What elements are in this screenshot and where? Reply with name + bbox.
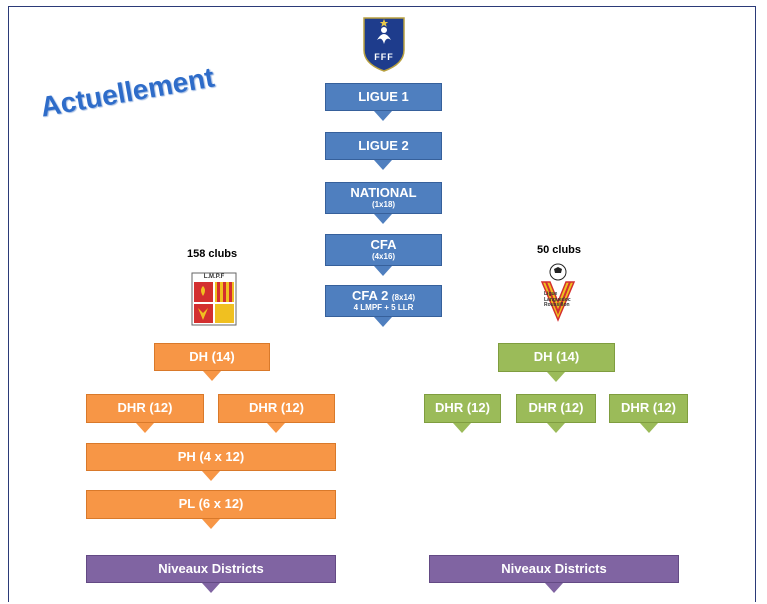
left-dh-box: DH (14) [154,343,270,371]
left-districts-box: Niveaux Districts [86,555,336,583]
ligue2-label: LIGUE 2 [358,137,409,153]
arrow-down-icon [374,111,392,121]
right-dhr2-box: DHR (12) [516,394,596,423]
cfa2-inline: (8x14) [391,292,416,302]
arrow-down-icon [453,423,471,433]
left-dh-label: DH (14) [189,348,235,364]
right-districts-box: Niveaux Districts [429,555,679,583]
national-label: NATIONAL [350,184,417,200]
ligue2-box: LIGUE 2 [325,132,442,160]
left-dhr2-label: DHR (12) [249,400,304,416]
cfa-label: CFA [370,236,397,252]
slide-frame [8,6,756,602]
right-dh-box: DH (14) [498,343,615,372]
arrow-down-icon [640,423,658,433]
cfa2-label: CFA 2 [351,287,389,303]
cfa2-sub: 4 LMPF + 5 LLR [353,303,414,313]
arrow-down-icon [203,371,221,381]
national-sub: (1x18) [371,200,396,210]
fff-logo: FFF [360,16,408,72]
right-dhr1-label: DHR (12) [435,400,490,416]
fff-logo-text: FFF [374,52,394,62]
arrow-down-icon [136,423,154,433]
cfa2-box: CFA 2 (8x14) 4 LMPF + 5 LLR [325,285,442,317]
arrow-down-icon [545,583,563,593]
arrow-down-icon [374,317,392,327]
arrow-down-icon [547,423,565,433]
llr-logo: Ligue Languedoc Roussillon [538,262,578,324]
lmpf-logo: L.M.P.F [191,272,237,326]
arrow-down-icon [374,266,392,276]
left-clubs-count: 158 clubs [187,248,238,260]
cfa-box: CFA (4x16) [325,234,442,266]
right-dh-label: DH (14) [533,349,580,365]
ligue1-label: LIGUE 1 [358,88,409,104]
right-clubs-count: 50 clubs [537,244,582,256]
arrow-down-icon [374,214,392,224]
cfa-sub: (4x16) [371,252,396,262]
arrow-down-icon [202,519,220,529]
right-dhr3-box: DHR (12) [609,394,688,423]
arrow-down-icon [267,423,285,433]
arrow-down-icon [202,471,220,481]
lmpf-logo-text: L.M.P.F [203,274,225,280]
right-dhr2-label: DHR (12) [528,400,584,416]
left-districts-label: Niveaux Districts [158,560,264,576]
left-dhr2-box: DHR (12) [218,394,335,423]
left-dhr1-label: DHR (12) [117,400,173,416]
arrow-down-icon [202,583,220,593]
ligue1-box: LIGUE 1 [325,83,442,111]
left-ph-box: PH (4 x 12) [86,443,336,471]
right-districts-label: Niveaux Districts [501,560,607,576]
right-dhr1-box: DHR (12) [424,394,501,423]
arrow-down-icon [374,160,392,170]
left-pl-label: PL (6 x 12) [178,496,244,512]
national-box: NATIONAL (1x18) [325,182,442,214]
right-dhr3-label: DHR (12) [621,400,676,416]
left-pl-box: PL (6 x 12) [86,490,336,519]
left-dhr1-box: DHR (12) [86,394,204,423]
arrow-down-icon [547,372,565,382]
left-ph-label: PH (4 x 12) [177,448,245,464]
llr-logo-text: Ligue Languedoc Roussillon [544,291,571,308]
